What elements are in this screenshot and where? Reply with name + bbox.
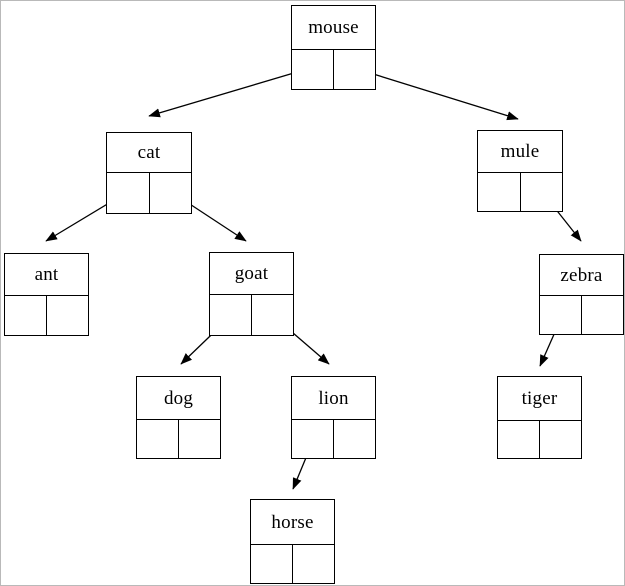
tree-node-label: horse [271,511,314,533]
left-pointer-cell[interactable] [5,296,47,335]
right-pointer-cell[interactable] [334,50,375,89]
pointer-row [292,49,375,89]
edge-arrow-mouse-right-mule [353,67,519,121]
pointer-row [478,172,562,211]
pointer-row [107,172,191,213]
pointer-row [5,295,88,335]
left-pointer-cell[interactable] [210,295,252,335]
right-pointer-cell[interactable] [293,545,334,583]
tree-node-mule[interactable]: mule [477,130,563,212]
tree-node-mouse[interactable]: mouse [291,5,376,90]
right-pointer-cell[interactable] [582,296,623,334]
left-pointer-cell[interactable] [251,545,293,583]
tree-node-label: zebra [560,264,603,286]
tree-node-tiger[interactable]: tiger [497,376,582,459]
tree-node-label: goat [234,263,269,284]
tree-node-label: cat [137,142,161,163]
right-pointer-cell[interactable] [179,420,220,458]
pointer-row [292,419,375,458]
left-pointer-cell[interactable] [292,420,334,458]
right-pointer-cell[interactable] [252,295,293,335]
tree-node-zebra[interactable]: zebra [539,254,624,335]
right-pointer-cell[interactable] [334,420,375,458]
tree-node-ant[interactable]: ant [4,253,89,336]
left-pointer-cell[interactable] [498,421,540,458]
right-pointer-cell[interactable] [521,173,563,211]
pointer-row [137,419,220,458]
left-pointer-cell[interactable] [137,420,179,458]
tree-node-dog[interactable]: dog [136,376,221,459]
tree-node-label: lion [318,387,349,409]
right-pointer-cell[interactable] [150,173,192,213]
tree-node-label: dog [163,387,194,409]
left-pointer-cell[interactable] [107,173,150,213]
left-pointer-cell[interactable] [540,296,582,334]
left-pointer-cell[interactable] [292,50,334,89]
pointer-row [498,420,581,458]
pointer-row [540,295,623,334]
tree-node-label: mule [500,141,540,162]
tree-node-label: mouse [308,17,359,38]
right-pointer-cell[interactable] [540,421,581,458]
tree-node-horse[interactable]: horse [250,499,335,584]
tree-node-goat[interactable]: goat [209,252,294,336]
tree-node-cat[interactable]: cat [106,132,192,214]
edge-arrow-mouse-left-cat [148,66,315,118]
left-pointer-cell[interactable] [478,173,521,211]
tree-node-label: tiger [521,388,558,409]
pointer-row [210,294,293,335]
tree-node-lion[interactable]: lion [291,376,376,459]
pointer-row [251,544,334,583]
tree-node-label: ant [34,264,59,285]
right-pointer-cell[interactable] [47,296,88,335]
